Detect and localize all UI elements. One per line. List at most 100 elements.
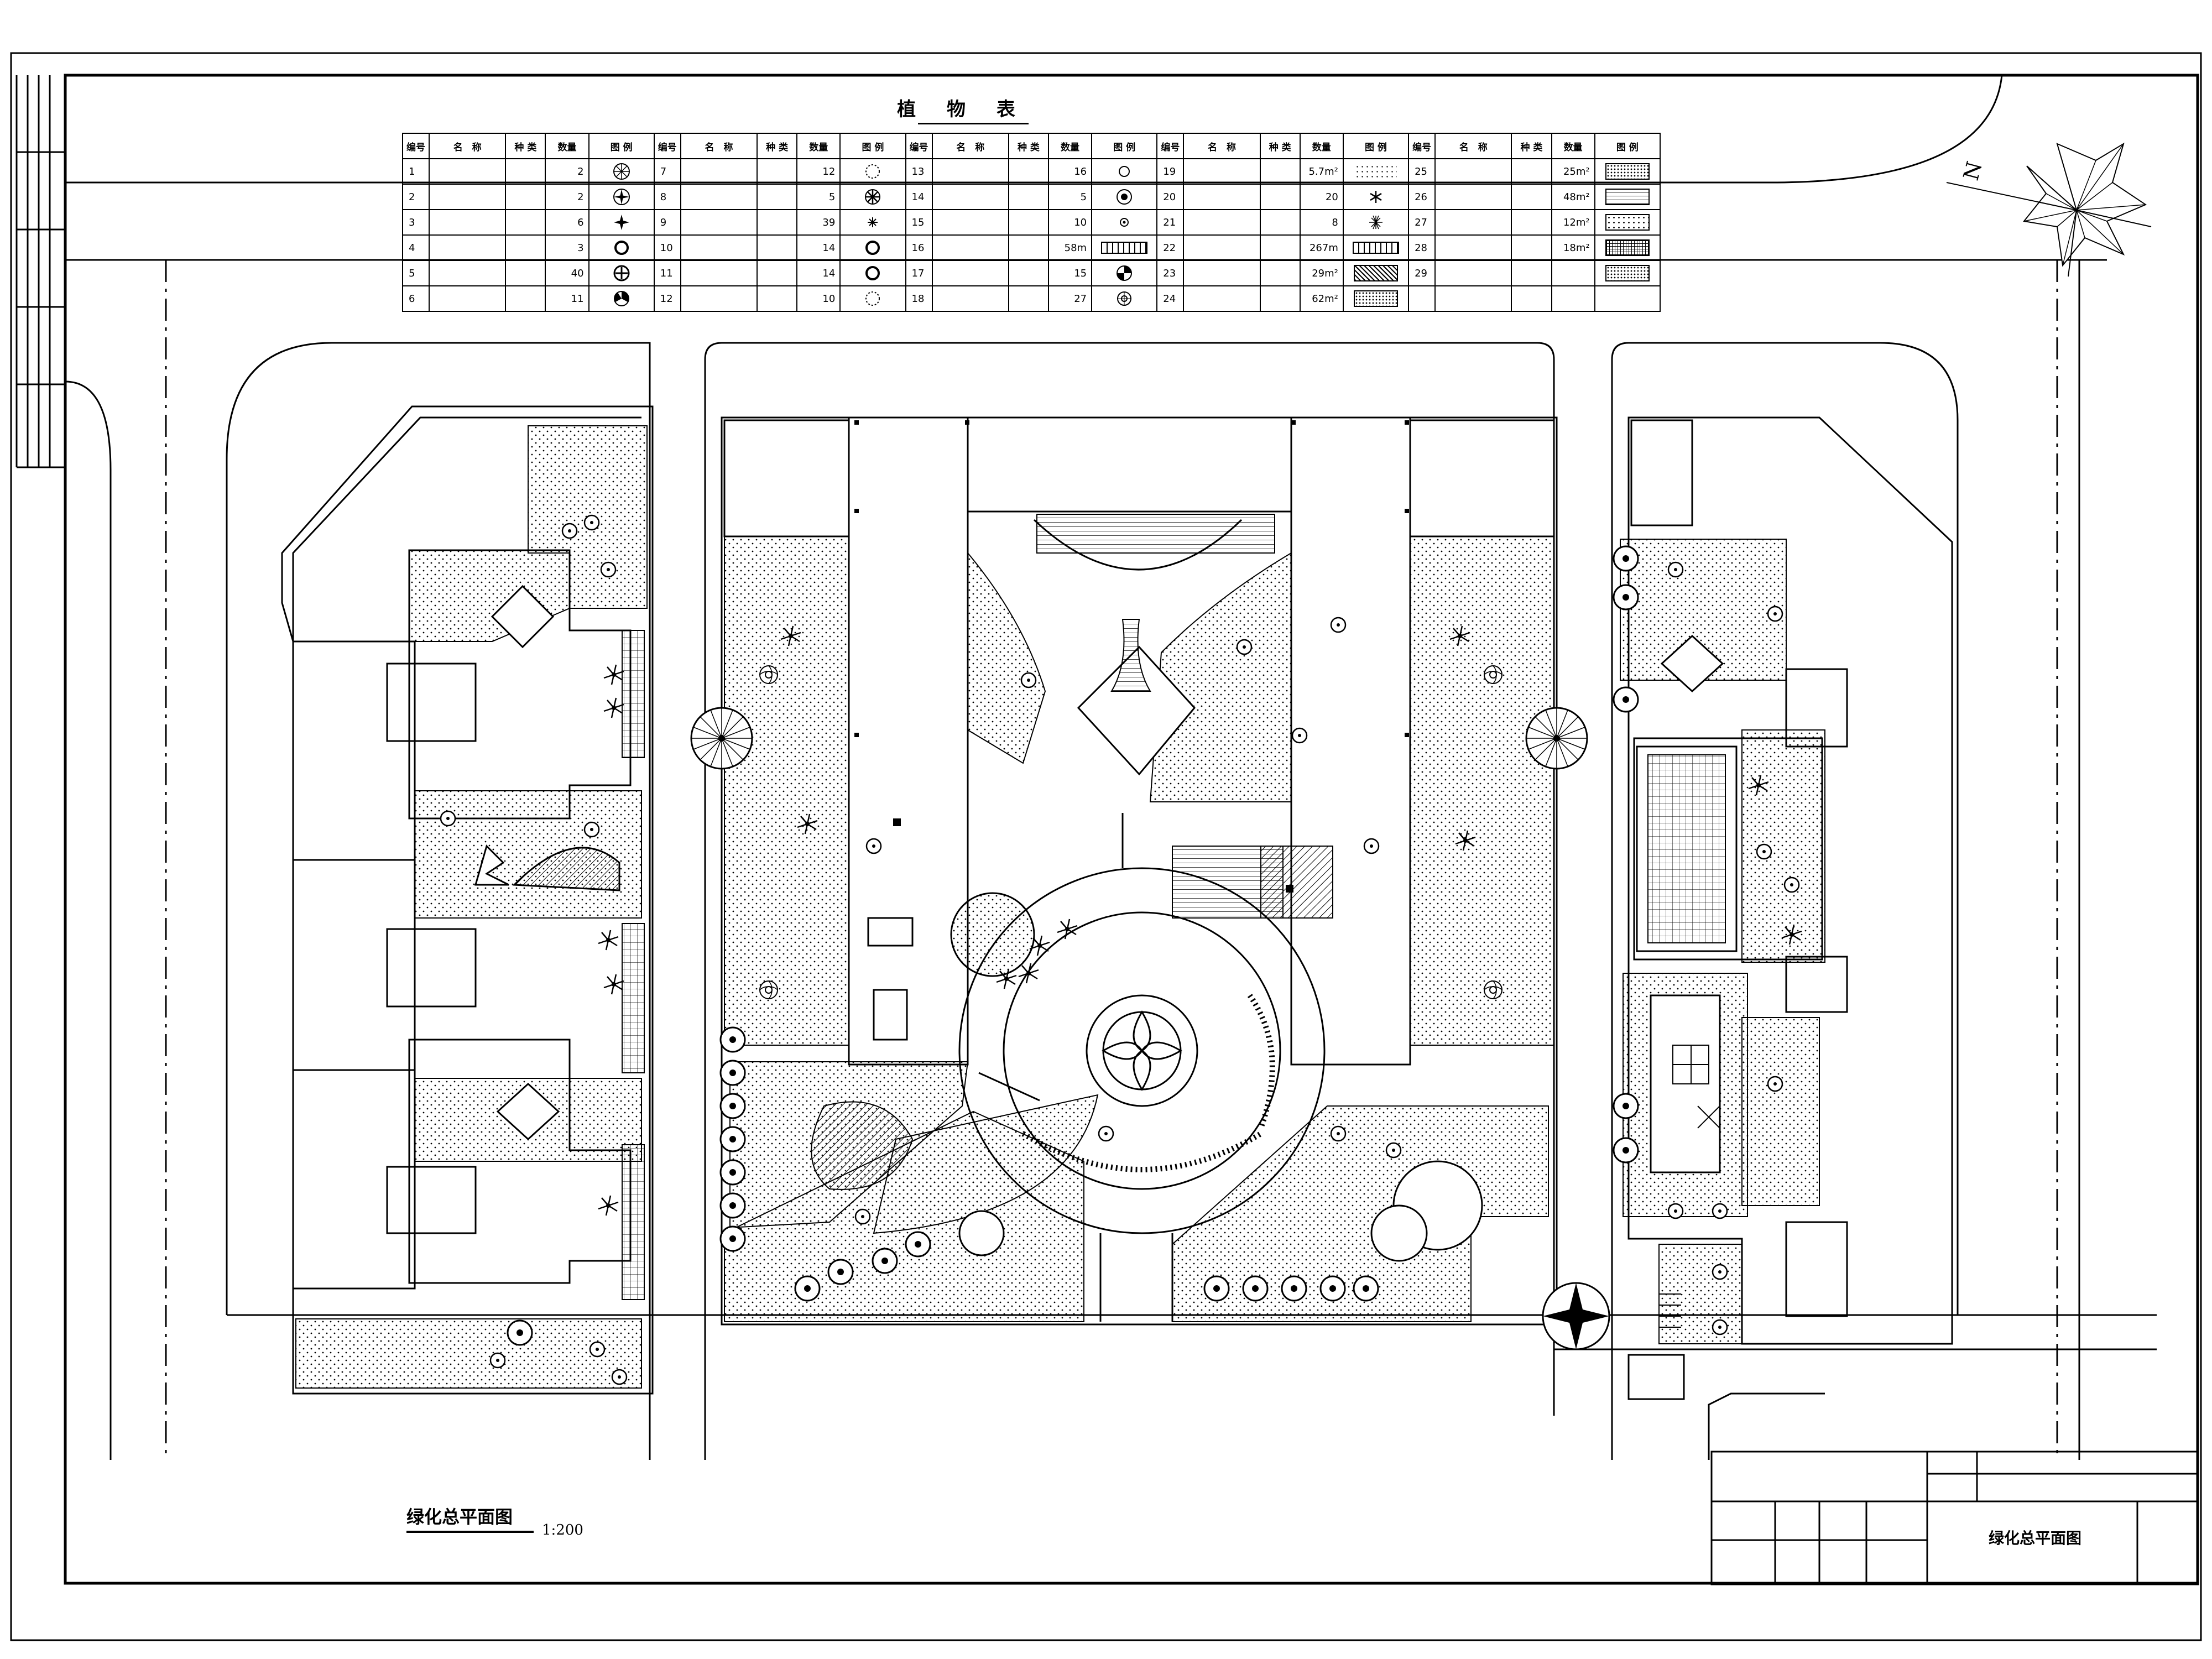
cell-type xyxy=(1008,184,1049,210)
column-header: 编号 xyxy=(905,133,933,159)
cell-name xyxy=(680,234,758,261)
cell-quantity: 16 xyxy=(1047,158,1093,185)
cell-quantity: 62m² xyxy=(1299,285,1344,312)
lined-swatch-icon xyxy=(1605,189,1650,205)
column-header: 编号 xyxy=(653,133,681,159)
cell-number: 5 xyxy=(401,260,430,286)
cell-number: 28 xyxy=(1408,234,1436,261)
column-header: 种 类 xyxy=(1511,133,1552,159)
column-header: 图 例 xyxy=(1342,133,1410,159)
cell-type xyxy=(757,234,798,261)
cell-type xyxy=(505,184,546,210)
cell-type xyxy=(505,158,546,185)
cell-quantity: 10 xyxy=(1047,209,1093,236)
cell-number: 12 xyxy=(653,285,681,312)
cell-type xyxy=(757,209,798,236)
column-header: 名 称 xyxy=(931,133,1009,159)
cell-legend-symbol xyxy=(588,158,655,185)
cell-name xyxy=(1183,260,1261,286)
cell-legend-symbol xyxy=(1342,234,1410,261)
column-header: 名 称 xyxy=(1434,133,1512,159)
cell-quantity: 5 xyxy=(1047,184,1093,210)
cell-number: 11 xyxy=(653,260,681,286)
cell-type xyxy=(1008,209,1049,236)
svg-text:N: N xyxy=(1959,159,1987,183)
cell-number: 27 xyxy=(1408,209,1436,236)
cell-legend-symbol xyxy=(588,184,655,210)
column-header: 数量 xyxy=(545,133,589,159)
cell-quantity: 40 xyxy=(545,260,589,286)
ring-dash-icon xyxy=(865,291,880,306)
cell-legend-symbol xyxy=(1594,234,1661,261)
cell-number: 6 xyxy=(401,285,430,312)
cell-quantity: 14 xyxy=(796,234,841,261)
cell-name xyxy=(1183,158,1261,185)
column-header: 编号 xyxy=(1156,133,1185,159)
cell-legend-symbol xyxy=(588,285,655,312)
tree-g-icon xyxy=(613,291,629,306)
cell-type xyxy=(505,234,546,261)
cell-name xyxy=(680,184,758,210)
cell-number: 14 xyxy=(905,184,933,210)
cell-name xyxy=(931,158,1009,185)
north-letter: N xyxy=(1959,159,1987,183)
cell-quantity: 27 xyxy=(1047,285,1093,312)
column-header: 数量 xyxy=(1551,133,1595,159)
column-header: 数量 xyxy=(1299,133,1344,159)
grid-swatch-icon xyxy=(1605,239,1650,256)
cell-type xyxy=(1511,184,1552,210)
asterisk-icon xyxy=(1370,191,1382,203)
cell-number: 25 xyxy=(1408,158,1436,185)
cell-legend-symbol xyxy=(1091,184,1158,210)
cell-quantity: 15 xyxy=(1047,260,1093,286)
cell-name xyxy=(1183,285,1261,312)
cell-name xyxy=(931,260,1009,286)
column-header: 种 类 xyxy=(505,133,546,159)
cell-type xyxy=(1259,158,1301,185)
cell-quantity: 48m² xyxy=(1551,184,1595,210)
cell-quantity: 14 xyxy=(796,260,841,286)
cell-legend-symbol xyxy=(588,234,655,261)
cell-number: 17 xyxy=(905,260,933,286)
cell-type xyxy=(757,285,798,312)
cell-quantity: 6 xyxy=(545,209,589,236)
cell-legend-symbol xyxy=(839,234,906,261)
cell-legend-symbol xyxy=(1594,285,1661,312)
cell-number: 26 xyxy=(1408,184,1436,210)
cell-quantity: 20 xyxy=(1299,184,1344,210)
cell-legend-symbol xyxy=(1594,260,1661,286)
cell-quantity: 10 xyxy=(796,285,841,312)
cell-type xyxy=(505,285,546,312)
plant-schedule-table: 编号名 称种 类数量图 例编号名 称种 类数量图 例编号名 称种 类数量图 例编… xyxy=(401,133,1661,312)
column-header: 数量 xyxy=(1047,133,1093,159)
cell-name xyxy=(429,260,507,286)
cell-legend-symbol xyxy=(839,285,906,312)
cell-legend-symbol xyxy=(839,158,906,185)
tree-a-icon xyxy=(613,163,630,180)
cell-number: 19 xyxy=(1156,158,1185,185)
cell-legend-symbol xyxy=(1342,260,1410,286)
column-header: 种 类 xyxy=(757,133,798,159)
cell-type xyxy=(1259,234,1301,261)
cell-quantity: 12m² xyxy=(1551,209,1595,236)
cell-number: 7 xyxy=(653,158,681,185)
cell-number: 24 xyxy=(1156,285,1185,312)
cell-type xyxy=(1008,285,1049,312)
cell-name xyxy=(931,285,1009,312)
cell-type xyxy=(1008,158,1049,185)
cell-name xyxy=(680,260,758,286)
cell-number: 1 xyxy=(401,158,430,185)
cell-type xyxy=(505,260,546,286)
cell-number: 3 xyxy=(401,209,430,236)
cell-number: 10 xyxy=(653,234,681,261)
column-header: 图 例 xyxy=(588,133,655,159)
cell-type xyxy=(1259,260,1301,286)
cell-quantity xyxy=(1551,260,1595,286)
cell-quantity: 267m xyxy=(1299,234,1344,261)
north-arrow-icon xyxy=(1946,142,2152,277)
cell-name xyxy=(429,158,507,185)
cell-type xyxy=(1259,209,1301,236)
cell-quantity: 18m² xyxy=(1551,234,1595,261)
